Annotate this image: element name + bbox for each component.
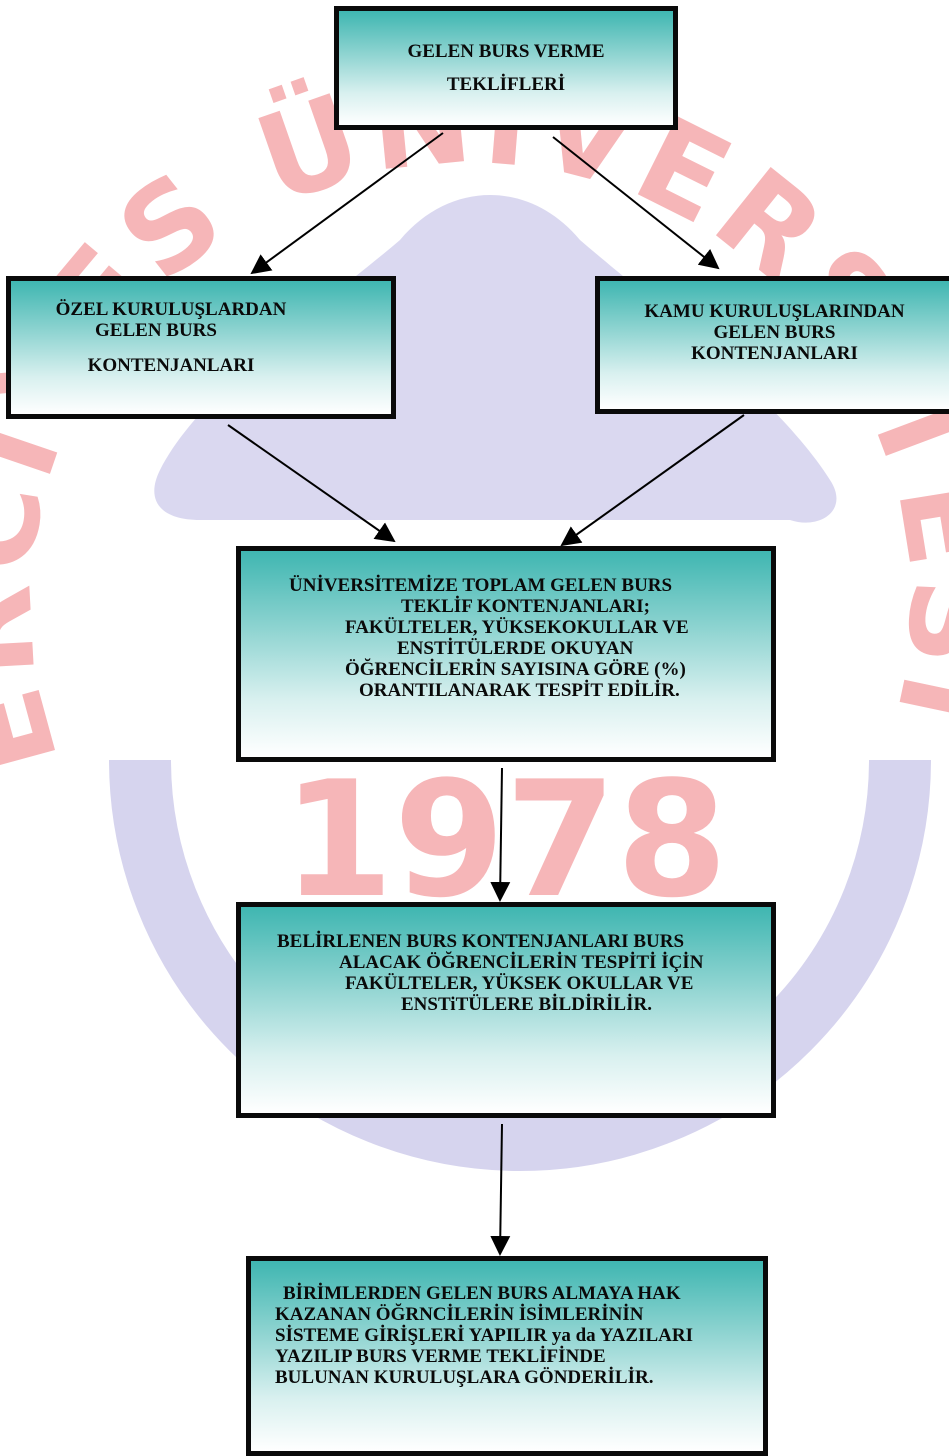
quota-notification-box: BELİRLENEN BURS KONTENJANLARI BURS ALACA…: [236, 902, 776, 1118]
arrow-top-to-right: [552, 136, 720, 270]
box-line: KAMU KURULUŞLARINDAN: [644, 301, 905, 322]
box-line: ÖĞRENCİLERİN SAYISINA GÖRE (%): [345, 659, 686, 680]
arrow-top-to-left: [250, 132, 444, 275]
seal-mountain-shape: [154, 195, 837, 523]
box-line: GELEN BURS VERME: [407, 41, 605, 62]
arrow-mid-to-det: [490, 767, 511, 902]
box-line: ÜNİVERSİTEMİZE TOPLAM GELEN BURS: [289, 575, 673, 596]
box-line: FAKÜLTELER, YÜKSEKOKULLAR VE: [345, 617, 689, 638]
arrow-left-to-mid: [227, 424, 396, 543]
box-line: GELEN BURS: [713, 322, 836, 343]
box-line: ÖZEL KURULUŞLARDAN: [55, 299, 287, 320]
box-line: ALACAK ÖĞRENCİLERİN TESPİTİ İÇİN: [339, 952, 704, 973]
arrow-det-to-bot: [490, 1123, 511, 1256]
private-institutions-box: ÖZEL KURULUŞLARDAN GELEN BURS KONTENJANL…: [6, 276, 396, 419]
box-line: TEKLİFLERİ: [446, 74, 566, 95]
student-registration-box: BİRİMLERDEN GELEN BURS ALMAYA HAK KAZANA…: [246, 1256, 768, 1456]
box-line: YAZILIP BURS VERME TEKLİFİNDE: [275, 1346, 606, 1367]
box-line: ENSTiTÜLERE BİLDİRİLİR.: [401, 994, 652, 1015]
box-line: TEKLİF KONTENJANLARI;: [401, 596, 650, 617]
box-line: KONTENJANLARI: [691, 343, 858, 364]
box-line: KONTENJANLARI: [87, 355, 255, 376]
box-line: GELEN BURS: [95, 320, 217, 341]
seal-ring: [109, 759, 931, 1171]
box-line: BULUNAN KURULUŞLARA GÖNDERİLİR.: [275, 1367, 654, 1388]
box-line: ENSTİTÜLERDE OKUYAN: [397, 638, 634, 659]
arrow-right-to-mid: [560, 414, 745, 547]
scholarship-offers-box: GELEN BURS VERME TEKLİFLERİ: [334, 6, 678, 130]
box-line: BELİRLENEN BURS KONTENJANLARI BURS: [277, 931, 685, 952]
box-line: KAZANAN ÖĞRNCİLERİN İSİMLERİNİN: [275, 1304, 644, 1325]
public-institutions-box: KAMU KURULUŞLARINDAN GELEN BURS KONTENJA…: [595, 276, 949, 414]
quota-distribution-box: ÜNİVERSİTEMİZE TOPLAM GELEN BURS TEKLİF …: [236, 546, 776, 762]
box-line: SİSTEME GİRİŞLERİ YAPILIR ya da YAZILARI: [275, 1325, 693, 1346]
box-line: FAKÜLTELER, YÜKSEK OKULLAR VE: [345, 973, 694, 994]
box-line: BİRİMLERDEN GELEN BURS ALMAYA HAK: [283, 1283, 681, 1304]
box-line: ORANTILANARAK TESPİT EDİLİR.: [359, 680, 680, 701]
